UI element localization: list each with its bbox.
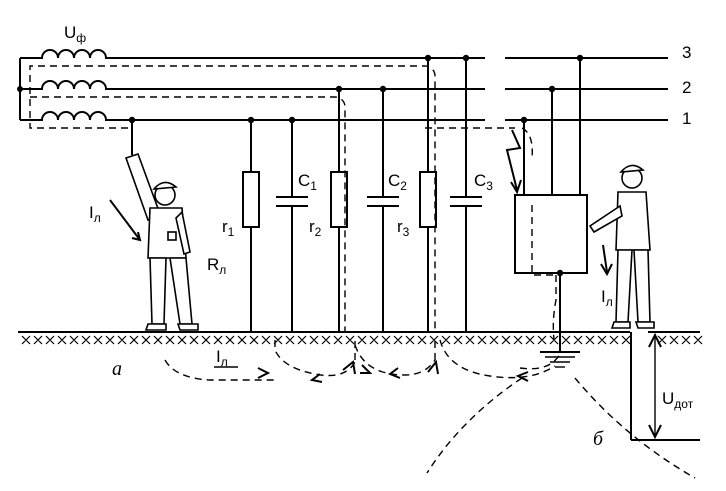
source-windings (17, 49, 118, 121)
touch-voltage-measure (630, 332, 700, 441)
ground-current-arrows (257, 359, 529, 383)
capacitor-c2-branch (367, 85, 399, 332)
person-left-current-arrow (109, 199, 142, 242)
case-a-label: а (112, 358, 122, 380)
phase-lines (118, 57, 668, 121)
case-b-label: б (593, 428, 604, 450)
phase-2-label: 2 (682, 78, 691, 97)
ground-surface (18, 331, 703, 345)
resistor-r2-branch (330, 85, 348, 332)
body-resistance-label: Rл (207, 255, 226, 277)
resistor-r3-branch (419, 54, 437, 332)
person-right-figure (588, 164, 655, 329)
c3-label: C3 (474, 171, 493, 193)
person-left-current-label: Iл (89, 203, 101, 225)
leakage-current-paths (29, 65, 557, 341)
resistor-r1-branch (242, 116, 260, 332)
ground-current-label: Iл (216, 347, 228, 369)
person-right-current-arrow (600, 244, 613, 277)
source-voltage-label: Uф (64, 23, 86, 45)
equipment-enclosure (505, 54, 588, 352)
touch-voltage-label: Uдот (662, 389, 694, 411)
r2-label: r2 (309, 217, 322, 239)
r3-label: r3 (397, 217, 410, 239)
r1-label: r1 (222, 217, 235, 239)
c2-label: C2 (388, 171, 407, 193)
person-right-current-label: Iл (601, 287, 613, 309)
ground-electrode-icon (540, 351, 580, 368)
person-left-figure (124, 116, 199, 331)
phase-3-label: 3 (682, 43, 691, 62)
phase-1-label: 1 (682, 109, 691, 128)
capacitor-c3-branch (450, 54, 482, 332)
capacitor-c1-branch (276, 116, 308, 332)
ground-current-paths (164, 339, 696, 479)
c1-label: C1 (298, 171, 317, 193)
